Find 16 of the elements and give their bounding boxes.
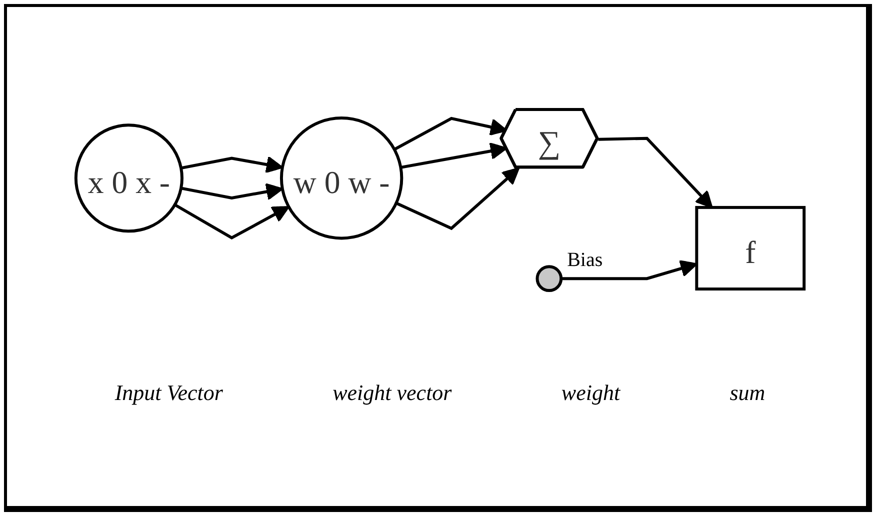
arrow xyxy=(396,167,520,230)
node-box: f xyxy=(695,206,806,290)
axis-caption: Input Vector xyxy=(114,380,223,406)
node-circle xyxy=(536,265,563,292)
arrow xyxy=(174,203,290,240)
axis-caption: weight vector xyxy=(332,380,452,406)
arrow xyxy=(180,183,284,200)
axis-caption: sum xyxy=(730,380,766,406)
node-circle: x 0 x - xyxy=(74,124,184,233)
node-caption: Bias xyxy=(567,248,603,272)
arrow xyxy=(561,260,698,280)
arrow xyxy=(400,142,508,169)
axis-caption: weight xyxy=(561,380,620,406)
arrow xyxy=(598,136,713,208)
arrow xyxy=(180,156,284,174)
node-circle: w 0 w - xyxy=(280,116,404,240)
